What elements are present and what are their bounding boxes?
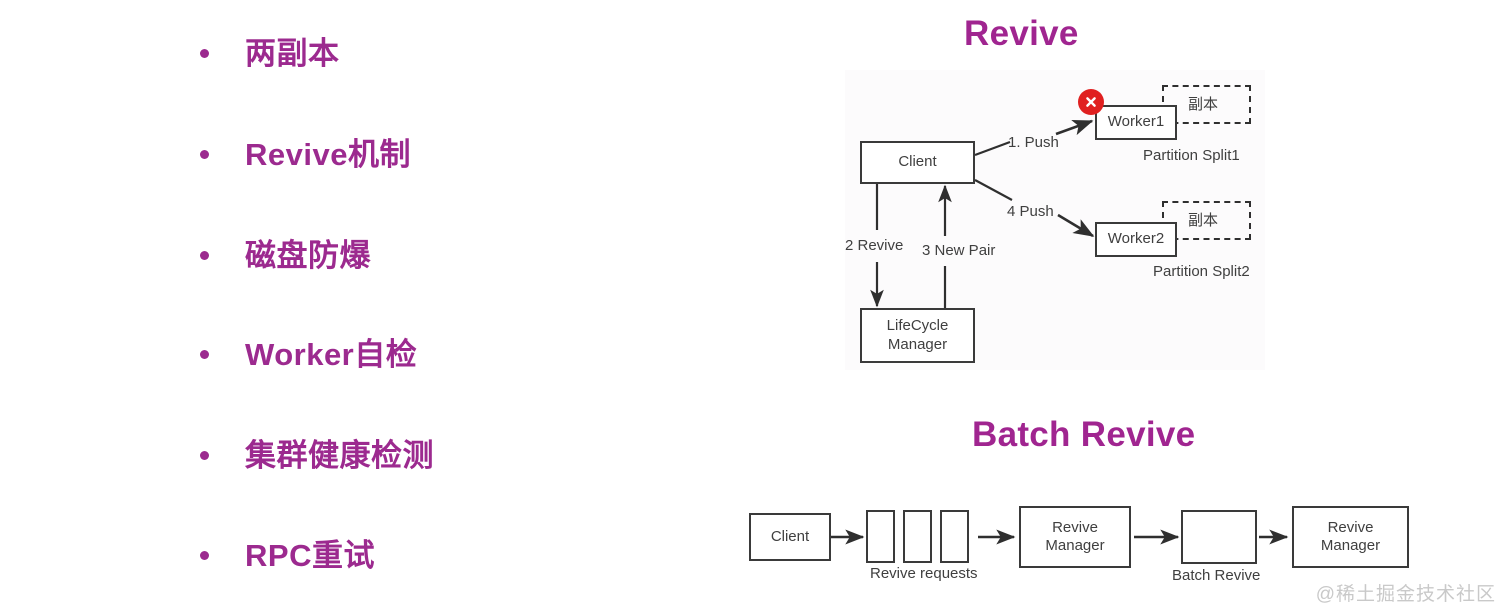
worker2-label: Worker2 (1107, 230, 1165, 248)
revive-section-title: Revive (964, 14, 1079, 53)
replica-dashed-box-1 (1162, 85, 1251, 124)
revive-section: Revive Client (845, 14, 1251, 363)
batch-revive-section: Batch Revive Client Revive requests Revi… (0, 400, 1512, 616)
batch-revive-connectors (831, 529, 1289, 545)
edge-label-push1: 1. Push (1008, 134, 1059, 151)
batch-client-box: Client (749, 513, 831, 561)
bullet-label: RPC重试 (245, 537, 375, 573)
list-item: 两副本 (200, 30, 340, 76)
revive-request-box (903, 510, 932, 563)
revive-request-box (866, 510, 895, 563)
batch-revive-payload-box (1181, 510, 1257, 564)
revive-connectors (870, 119, 1095, 308)
bullet-dot-icon (200, 550, 209, 560)
bullet-label: 磁盘防爆 (245, 237, 371, 273)
feature-bullet-list: 两副本 Revive机制 磁盘防爆 Worker自检 集群健康检测 RPC重试 (200, 0, 720, 616)
bullet-dot-icon (200, 450, 209, 460)
error-x-icon (1078, 89, 1104, 115)
revive-lifecycle-manager-label-line2: Manager (887, 335, 948, 353)
batch-revive-section-title: Batch Revive (972, 415, 1196, 454)
batch-revive-manager-2-line1: Revive (1327, 518, 1374, 536)
replica-label-2: 副本 (1188, 212, 1219, 229)
edge-label-push4: 4 Push (1007, 203, 1054, 220)
bullet-dot-icon (200, 349, 209, 359)
partition-split1-caption: Partition Split1 (1143, 147, 1240, 164)
batch-revive-manager-1-line1: Revive (1052, 518, 1098, 536)
batch-revive-manager-2-line2: Manager (1320, 537, 1381, 554)
batch-revive-caption: Batch Revive (1172, 567, 1261, 584)
revive-client-box: Client (860, 141, 975, 184)
revive-client-label: Client (898, 153, 937, 171)
bullet-label: 集群健康检测 (245, 437, 434, 473)
revive-requests-caption: Revive requests (870, 565, 978, 582)
bullet-dot-icon (200, 149, 209, 159)
worker2-box: Worker2 (1095, 222, 1177, 257)
batch-revive-manager-box-2: Revive Manager (1292, 506, 1409, 568)
bullet-label: 两副本 (245, 35, 340, 71)
bullet-dot-icon (200, 48, 209, 58)
replica-label-1: 副本 (1188, 96, 1219, 113)
replica-dashed-box-2 (1162, 201, 1251, 240)
worker1-box: Worker1 (1095, 105, 1177, 140)
bullet-label: Worker自检 (245, 336, 418, 372)
batch-client-label: Client (770, 527, 810, 545)
partition-split2-caption: Partition Split2 (1153, 263, 1250, 280)
list-item: Worker自检 (200, 331, 417, 377)
watermark-label: @稀土掘金技术社区 (1315, 584, 1496, 605)
list-item: 磁盘防爆 (200, 232, 371, 278)
revive-lifecycle-manager-label-line1: LifeCycle (886, 317, 949, 335)
bullet-label: Revive机制 (245, 136, 411, 172)
batch-revive-manager-1-line2: Manager (1045, 537, 1105, 554)
worker1-label: Worker1 (1107, 113, 1165, 131)
list-item: Revive机制 (200, 131, 411, 177)
revive-request-box (940, 510, 969, 563)
list-item: RPC重试 (200, 532, 375, 578)
edge-label-new-pair3: 3 New Pair (922, 242, 996, 259)
batch-revive-manager-box-1: Revive Manager (1019, 506, 1131, 568)
list-item: 集群健康检测 (200, 432, 434, 478)
edge-label-revive2: 2 Revive (845, 237, 904, 254)
bullet-dot-icon (200, 250, 209, 260)
revive-lifecycle-manager-box: LifeCycle Manager (860, 308, 975, 363)
